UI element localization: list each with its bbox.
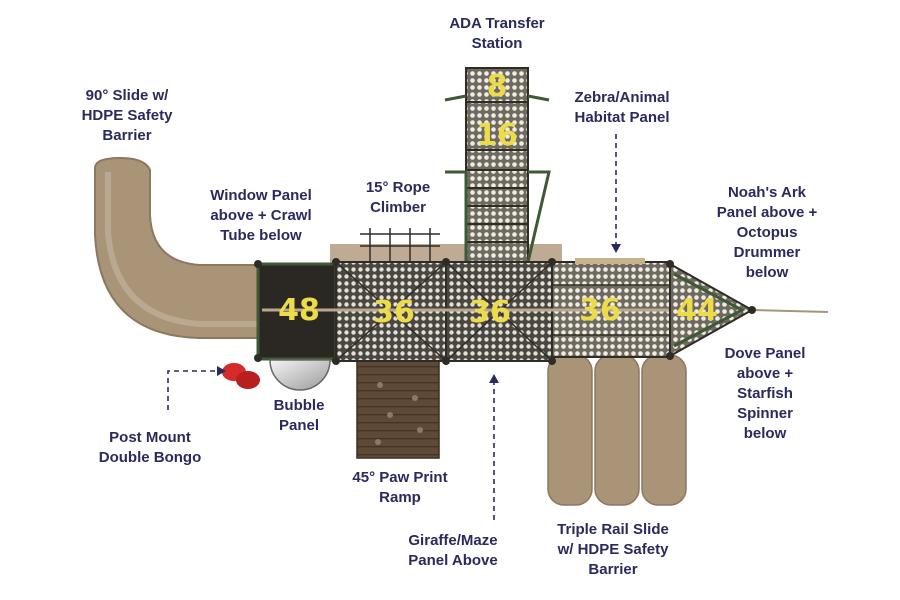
label-90-slide: 90° Slide w/ HDPE Safety Barrier [81,87,173,144]
label-triple-rail-slide: Triple Rail Slide w/ HDPE Safety Barrier [557,521,669,578]
transfer-steps [466,101,528,243]
triple-rail-slide [547,354,687,506]
deck-number-16: 16 [476,118,518,153]
label-giraffe-maze-panel: Giraffe/Maze Panel Above [408,532,498,569]
label-zebra-panel: Zebra/Animal Habitat Panel [574,89,670,126]
label-bubble-panel: Bubble Panel [273,397,325,434]
rope-climber [360,228,440,262]
arrow-heads [217,244,621,383]
bubble-panel [269,359,331,391]
label-ada-transfer-station: ADA Transfer Station [449,15,545,52]
label-dove-panel: Dove Panel above + Starfish Spinner belo… [724,345,806,442]
deck-number-48: 48 [278,293,320,328]
support-posts [254,258,756,365]
nose-rope [751,309,829,313]
zebra-panel [575,258,645,264]
transfer-station [465,67,529,265]
label-noahs-ark-panel: Noah's Ark Panel above + Octopus Drummer… [716,184,818,281]
label-rope-climber: 15° Rope Climber [365,179,431,216]
double-bongo [222,363,260,389]
curved-slide-bed [105,172,258,327]
label-double-bongo: Post Mount Double Bongo [98,429,202,466]
deck-44 [669,262,755,358]
curved-slide [94,156,263,339]
label-window-panel: Window Panel above + Crawl Tube below [210,187,312,244]
deck-number-36-b: 36 [469,295,511,330]
deck-number-44: 44 [676,293,718,328]
paw-print-ramp [356,354,440,459]
deck-number-36-c: 36 [579,293,621,328]
deck-number-36-a: 36 [373,295,415,330]
leader-arrows [167,134,617,520]
deck-number-8: 8 [487,69,508,104]
paw-prints [375,382,423,445]
label-paw-print-ramp: 45° Paw Print Ramp [352,469,448,506]
deck-44-rails [673,272,746,348]
transfer-rails [444,94,551,263]
